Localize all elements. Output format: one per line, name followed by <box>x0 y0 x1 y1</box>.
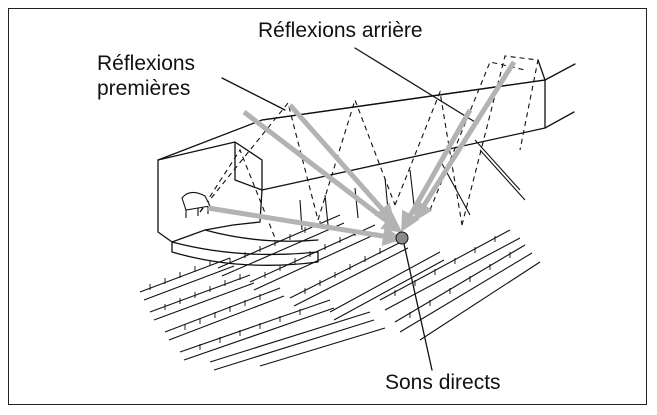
rear-reflection-arrow-a <box>401 108 473 232</box>
early-reflection-path-1 <box>199 101 319 221</box>
hall-rear-corner <box>537 59 575 129</box>
direct-sound-arrow <box>207 205 403 246</box>
piano-icon <box>181 191 211 218</box>
early-reflection-path-2 <box>199 148 276 239</box>
rear-reflections-label: Réflexions arrière <box>258 19 423 42</box>
stage-platform <box>171 241 319 266</box>
rear-pointer-line <box>354 47 476 123</box>
rear-reflection-path-1 <box>394 89 463 226</box>
figure-frame <box>8 8 647 405</box>
seat-backs <box>149 221 511 350</box>
early-reflections-label-line1: Réflexions <box>97 52 196 75</box>
rear-reflection-path-2 <box>461 55 539 226</box>
stage-front-edge <box>204 229 319 242</box>
early-reflection-arrow-b <box>242 110 403 233</box>
early-reflection-path-3 <box>317 98 396 221</box>
early-reflections-label: Réflexions premières <box>97 51 195 101</box>
early-reflections-label-line2: premières <box>97 77 191 100</box>
direct-sounds-label: Sons directs <box>385 371 501 394</box>
stage-side-wall <box>234 141 263 191</box>
hall-top-edge <box>261 63 576 121</box>
early-pointer-line <box>221 77 286 111</box>
seating-rows <box>139 139 541 371</box>
early-reflection-arrow-a <box>288 103 396 224</box>
listener-head <box>395 231 409 245</box>
direct-pointer-line <box>403 243 433 371</box>
rear-reflection-arrow-b <box>413 60 517 222</box>
stage-back-wall <box>157 141 263 243</box>
